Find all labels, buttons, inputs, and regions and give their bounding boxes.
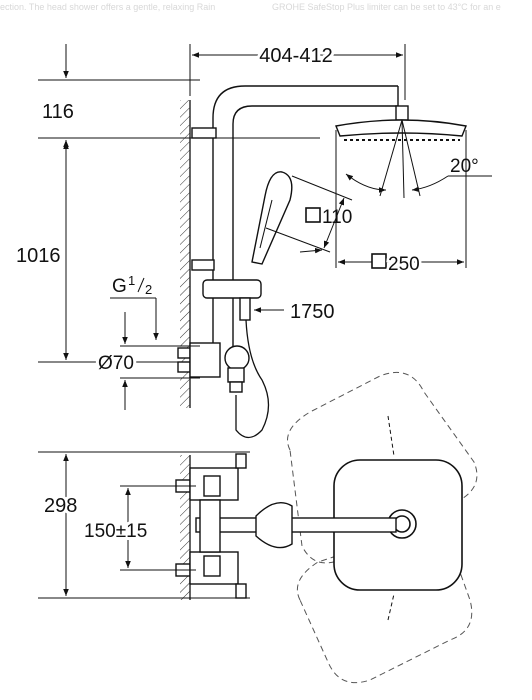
thread-denominator: 2 <box>145 282 152 297</box>
thread-numerator: 1 <box>128 273 135 288</box>
dim-depth <box>38 451 250 599</box>
dim-116-label: 116 <box>42 101 74 123</box>
shower-hose <box>235 319 270 439</box>
head-shower-plan <box>333 415 463 621</box>
dim-centres <box>120 485 196 571</box>
dim-diameter-label: Ø70 <box>98 353 134 374</box>
shower-arm-plan <box>195 502 397 549</box>
dim-width-label: 404-412 <box>259 45 332 67</box>
dim-angle <box>345 119 492 199</box>
wall-hatching-plan <box>180 455 191 600</box>
square-symbol-icon <box>371 253 387 269</box>
head-shower-size-label: 250 <box>388 254 420 275</box>
thread-label: G 1 2 <box>110 273 159 340</box>
shower-rail <box>191 85 399 355</box>
angle-label: 20° <box>450 156 479 177</box>
dim-head-shower <box>335 130 467 268</box>
dim-diameter <box>120 312 200 410</box>
hose-length-label: 1750 <box>290 301 335 323</box>
hand-shower <box>202 171 293 321</box>
thermostat-plan <box>175 453 247 599</box>
dim-1016-label: 1016 <box>16 245 61 267</box>
plan-view: 298 150±15 <box>38 372 478 684</box>
elevation-view: 404-412 116 1016 G 1 2 Ø70 <box>13 42 492 439</box>
dim-centres-label: 150±15 <box>84 521 147 542</box>
header-text-right: GROHE SafeStop Plus limiter can be set t… <box>272 2 501 12</box>
hand-shower-size-label: 110 <box>322 207 352 228</box>
thread-g: G <box>112 276 127 297</box>
rotation-outline <box>287 372 478 684</box>
dim-vertical-left <box>38 44 320 363</box>
dim-depth-label: 298 <box>44 495 77 517</box>
faded-header-text: ection. The head shower offers a gentle,… <box>0 0 532 14</box>
dim-width <box>189 44 406 100</box>
square-symbol-icon <box>305 207 321 223</box>
thermostat-valve <box>177 342 250 393</box>
dim-hand-shower <box>265 175 353 254</box>
header-text-left: ection. The head shower offers a gentle,… <box>0 2 216 12</box>
